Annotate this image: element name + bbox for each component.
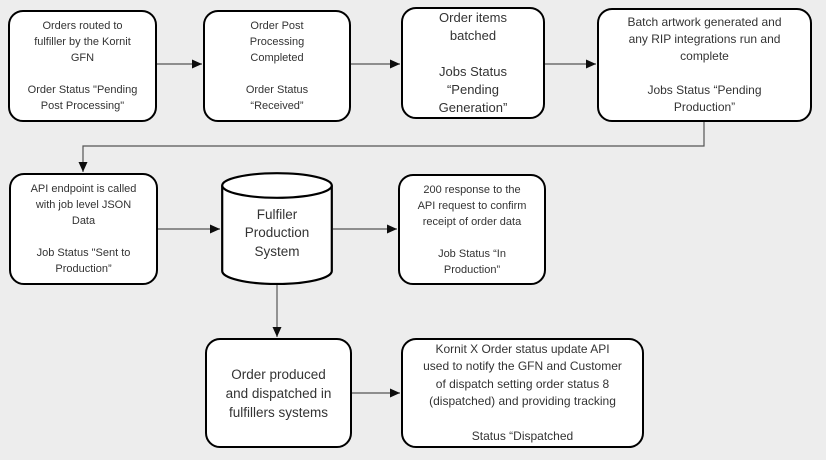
connector-artwork-to-apiendpoint: [78, 122, 705, 172]
node-orders-routed: Orders routed to fulfiller by the Kornit…: [8, 10, 157, 122]
node-fulfiller-production-system-label: Fulfiler Production System: [244, 206, 310, 259]
node-orders-routed-label: Orders routed to fulfiller by the Kornit…: [27, 20, 138, 112]
database-cylinder-icon: [221, 172, 333, 285]
node-post-processing-completed-label: Order Post Processing Completed Order St…: [245, 20, 309, 112]
node-order-items-batched-label: Order items batched Jobs Status “Pending…: [438, 10, 508, 115]
node-batch-artwork-generated: Batch artwork generated and any RIP inte…: [597, 8, 812, 122]
node-api-endpoint-called: API endpoint is called with job level JS…: [9, 173, 158, 285]
node-order-produced-dispatched-label: Order produced and dispatched in fulfill…: [225, 366, 332, 420]
node-fulfiller-production-system: Fulfiler Production System: [221, 172, 333, 285]
node-200-response-label: 200 response to the API request to confi…: [417, 183, 527, 276]
node-kornit-status-update-api: Kornit X Order status update API used to…: [401, 338, 644, 448]
node-kornit-status-update-api-label: Kornit X Order status update API used to…: [423, 341, 622, 444]
node-post-processing-completed: Order Post Processing Completed Order St…: [203, 10, 351, 122]
node-batch-artwork-generated-label: Batch artwork generated and any RIP inte…: [627, 15, 782, 114]
node-order-produced-dispatched: Order produced and dispatched in fulfill…: [205, 338, 352, 448]
node-order-items-batched: Order items batched Jobs Status “Pending…: [401, 7, 545, 119]
node-api-endpoint-called-label: API endpoint is called with job level JS…: [30, 183, 137, 275]
node-200-response: 200 response to the API request to confi…: [398, 174, 546, 285]
